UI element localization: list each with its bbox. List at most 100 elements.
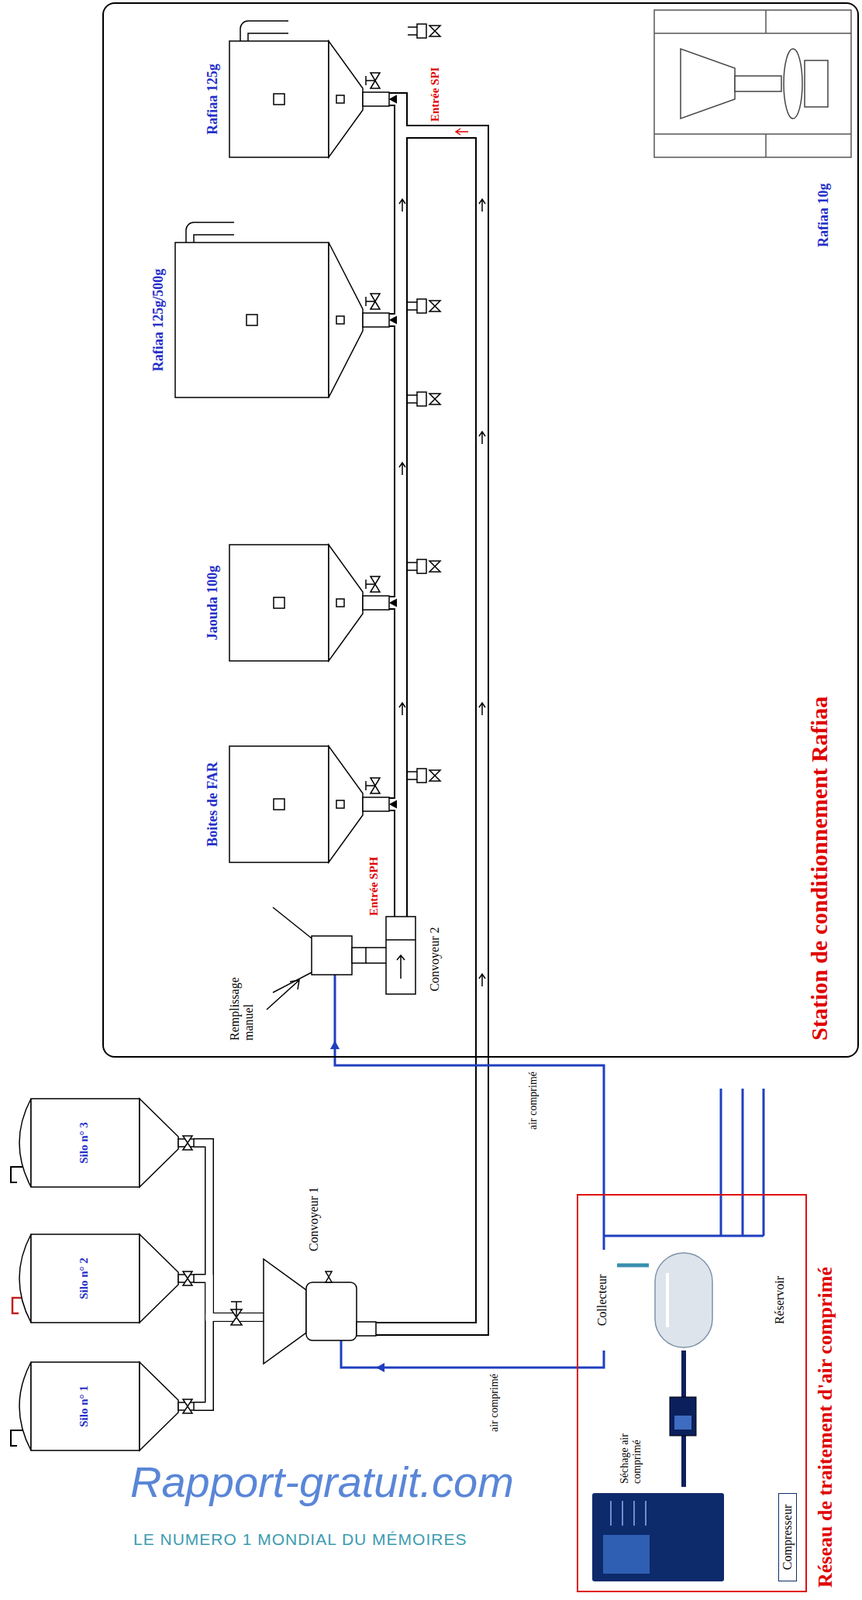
node-outline	[7, 1093, 194, 1194]
valve-symbol	[407, 24, 441, 38]
entry-arrow	[455, 128, 469, 135]
hopper-cone	[328, 242, 363, 398]
silo: Silo n° 3	[7, 1093, 194, 1194]
sight-window	[336, 800, 345, 809]
conveyor-body	[306, 1282, 357, 1342]
node-label: Convoyeur 1	[306, 1187, 321, 1252]
valve-handle	[365, 781, 376, 791]
fill-arrow	[266, 980, 300, 1011]
pipe-core	[193, 1143, 264, 1318]
hopper-outlet	[362, 313, 390, 328]
machine-disc	[783, 48, 803, 119]
valve-handle	[365, 296, 376, 307]
conveyor-valve	[325, 1272, 332, 1283]
sight-window	[336, 599, 345, 607]
conveyor: Convoyeur 2	[379, 917, 452, 1003]
collector: Collecteur	[590, 1250, 618, 1352]
machine-funnel	[680, 48, 735, 119]
flow-arrow	[399, 199, 406, 212]
hopper-body	[175, 242, 329, 398]
exhaust-tube	[193, 234, 235, 243]
fill-funnel	[272, 907, 312, 994]
arrow-head	[389, 95, 397, 104]
inlet-pipe	[10, 1430, 24, 1447]
flow-arrow	[479, 431, 486, 445]
packing-machine: Rafiaa 10g	[649, 5, 856, 251]
pipe	[193, 1279, 264, 1318]
exhaust-tube	[248, 33, 289, 42]
conveyor-funnel	[263, 1259, 307, 1365]
flow-arrow	[479, 974, 486, 987]
node-label: Boites de FAR	[204, 738, 221, 871]
pipe	[389, 99, 401, 918]
node-label: Remplissage manuel	[227, 966, 256, 1042]
node-label: Rafiaa 125g/500g	[150, 234, 167, 406]
pipe	[193, 1143, 264, 1318]
hopper-body	[229, 544, 329, 662]
fill-hopper	[311, 936, 352, 976]
silo-valve	[182, 1272, 193, 1287]
pipe-core	[193, 1279, 264, 1318]
watermark: Rapport-gratuit.com	[130, 1457, 514, 1508]
fill-outlet	[351, 948, 366, 964]
compressor-body	[592, 1493, 725, 1583]
air-tank: Réservoir	[648, 1250, 804, 1352]
network-region: Réseau de traitement d'air compriméCompr…	[576, 1194, 807, 1593]
hopper: Jaouda 100g	[204, 537, 390, 669]
node-label: Rafiaa 125g	[204, 33, 221, 166]
hopper: Boites de FAR	[204, 738, 390, 871]
supply-line	[617, 1264, 649, 1269]
flow-arrows	[399, 128, 486, 987]
hopper-cone	[328, 544, 363, 662]
pipe	[375, 99, 483, 1330]
valve-handle	[365, 579, 376, 590]
machine-frame	[654, 10, 852, 158]
sight-window	[273, 93, 285, 105]
silo-cone	[139, 1234, 179, 1324]
air-stub	[334, 975, 337, 1042]
hopper-outlet	[362, 797, 390, 812]
valve-symbol	[407, 768, 441, 783]
silo-dome	[19, 1099, 32, 1188]
hopper: Rafiaa 125g	[204, 33, 390, 166]
silo: Silo n° 1	[7, 1356, 194, 1458]
compressor-panel	[603, 1535, 650, 1575]
node-label: Silo n° 2	[77, 1228, 91, 1330]
pipe-core	[193, 1317, 264, 1407]
conveyor-outlet	[356, 1322, 376, 1337]
flow-arrow	[479, 703, 486, 716]
arrow-head	[389, 599, 397, 608]
annotation: Séchage air comprimé	[618, 1406, 644, 1485]
flow-arrow	[399, 703, 406, 716]
node-outline	[7, 1356, 194, 1458]
silo-valve	[182, 1399, 193, 1414]
machine-base	[804, 60, 828, 107]
node-outline	[204, 537, 390, 669]
valve-symbol	[407, 392, 441, 407]
machine-column	[734, 75, 782, 92]
air-line	[334, 1041, 604, 1251]
air-line	[375, 1351, 604, 1369]
flow-arrow	[479, 199, 486, 212]
node-label: Collecteur	[595, 1250, 610, 1352]
valve-symbol	[407, 299, 441, 314]
sight-window	[246, 314, 258, 326]
hopper-outlet	[362, 596, 390, 611]
machine-frame	[654, 10, 852, 158]
air-inlet	[341, 1341, 376, 1369]
annotation: Entrée SPH	[367, 857, 381, 917]
tank-body	[655, 1253, 713, 1349]
silo-cone	[139, 1362, 179, 1452]
node-label: Réservoir	[772, 1250, 787, 1352]
flow-arrow	[399, 462, 406, 476]
hopper-cone	[328, 746, 363, 863]
hopper-neck	[365, 948, 387, 964]
watermark: LE NUMERO 1 MONDIAL DU MÉMOIRES	[133, 1530, 467, 1550]
conveyor-detail	[386, 940, 416, 980]
sight-window	[336, 95, 345, 104]
silo: Silo n° 2	[7, 1228, 194, 1330]
hopper: Rafiaa 125g/500g	[150, 234, 390, 406]
valve-handle	[231, 1302, 242, 1318]
node-outline	[150, 234, 390, 406]
